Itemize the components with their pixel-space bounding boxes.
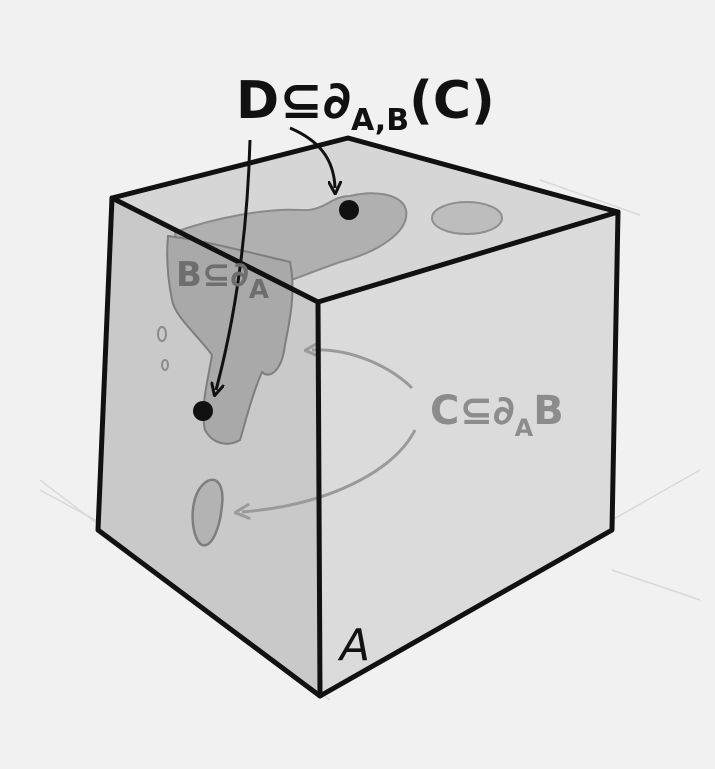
point-left [193, 401, 213, 421]
c-label: C⊆∂AB [430, 388, 564, 442]
cube-label: A [337, 620, 370, 671]
top-oval [431, 201, 503, 235]
c-arrow-lower [242, 429, 417, 512]
b-label-subscript: A [249, 275, 269, 305]
b-label-relation: B⊆∂ [176, 255, 249, 295]
cube-right-face [318, 212, 618, 696]
main-label-subscript: A,B [351, 103, 409, 138]
d-arrow-left [216, 139, 252, 390]
b-label: B⊆∂A [176, 255, 269, 305]
small-blob-2 [161, 359, 169, 371]
main-label-relation: D⊆∂ [236, 71, 351, 131]
b-region [166, 234, 294, 445]
c-label-tail: B [533, 388, 564, 434]
small-blob-1 [157, 326, 167, 342]
main-label-argument: (C) [409, 71, 495, 131]
c-arrow-upper [312, 350, 414, 390]
d-arrow-top [289, 126, 335, 188]
cube-edges [95, 135, 621, 699]
main-label: D⊆∂A,B(C) [236, 71, 495, 138]
c-region-lower [191, 478, 224, 547]
c-label-subscript: A [515, 414, 534, 442]
point-top [339, 200, 359, 220]
c-label-relation: C⊆∂ [430, 388, 515, 434]
